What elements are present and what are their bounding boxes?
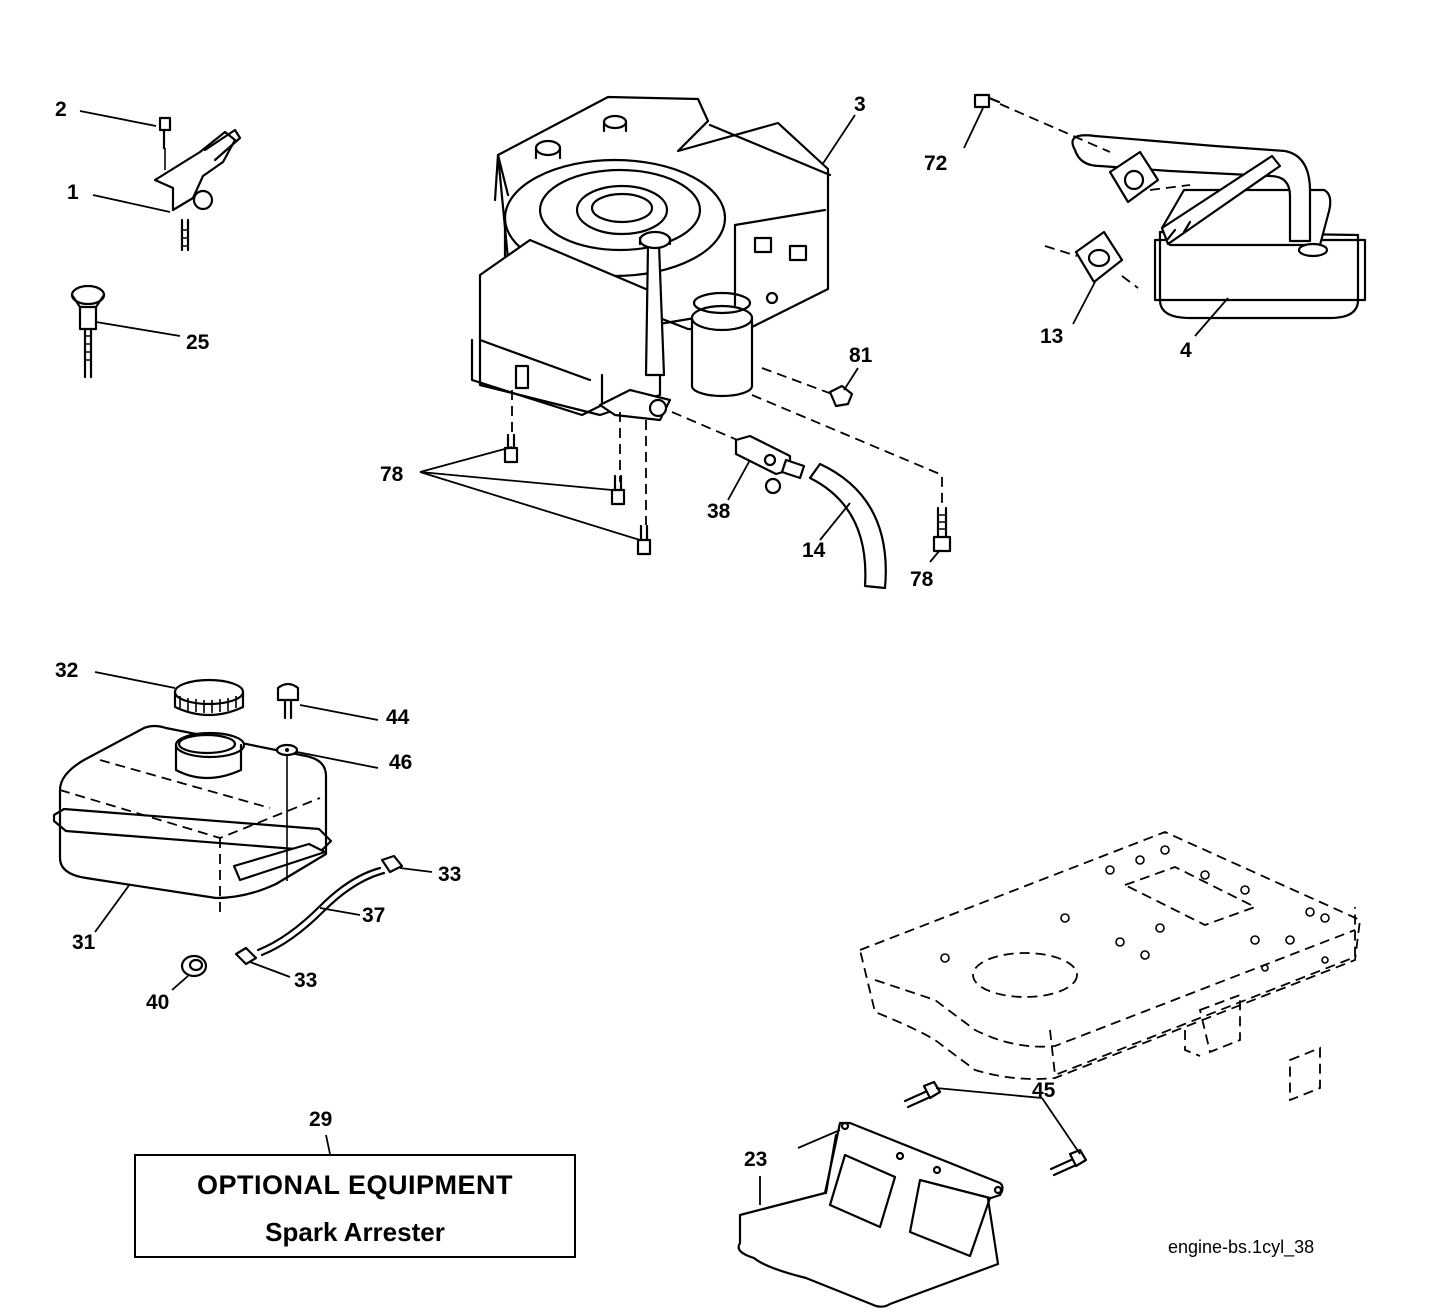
optional-equipment-box: OPTIONAL EQUIPMENT Spark Arrester xyxy=(134,1154,576,1258)
callout-1: 1 xyxy=(67,181,79,204)
callout-81: 81 xyxy=(849,344,873,367)
callout-29: 29 xyxy=(309,1108,332,1131)
callout-23: 23 xyxy=(744,1148,767,1171)
callout-25: 25 xyxy=(186,331,210,354)
callout-38: 38 xyxy=(707,500,731,523)
callout-46: 46 xyxy=(389,751,412,774)
optional-equipment-subtitle: Spark Arrester xyxy=(265,1217,445,1247)
callout-40: 40 xyxy=(146,991,169,1014)
callout-13: 13 xyxy=(1040,325,1063,348)
callout-14: 14 xyxy=(802,539,826,562)
muffler-assembly xyxy=(973,93,1367,320)
callout-33-bottom: 33 xyxy=(294,969,317,992)
diagram-reference-code: engine-bs.1cyl_38 xyxy=(1168,1237,1315,1257)
callout-3: 3 xyxy=(854,93,866,116)
callout-33-top: 33 xyxy=(438,863,461,886)
callout-44: 44 xyxy=(386,706,410,729)
engine-dash-lines xyxy=(511,367,943,525)
hose-14 xyxy=(808,462,887,590)
engine-assembly xyxy=(470,95,832,422)
callout-2: 2 xyxy=(55,98,67,121)
choke-knob xyxy=(70,284,106,379)
leader-lines xyxy=(79,107,1229,1205)
callout-labels: 2 1 25 3 72 13 4 81 78 38 14 78 32 44 46… xyxy=(55,93,1192,1171)
callout-78-right: 78 xyxy=(910,568,934,591)
callout-31: 31 xyxy=(72,931,96,954)
throttle-bracket xyxy=(153,116,242,252)
nut-81 xyxy=(828,384,854,408)
bolts-78 xyxy=(503,433,952,556)
callout-45: 45 xyxy=(1032,1079,1056,1102)
optional-equipment-title: OPTIONAL EQUIPMENT xyxy=(196,1170,514,1200)
callout-4: 4 xyxy=(1180,339,1192,362)
callout-37: 37 xyxy=(362,904,385,927)
fuel-tank-assembly xyxy=(52,678,404,978)
heat-shield xyxy=(737,1080,1088,1308)
callout-78-left: 78 xyxy=(380,463,404,486)
drain-valve-38 xyxy=(734,434,806,495)
callout-32: 32 xyxy=(55,659,78,682)
frame-reference xyxy=(858,831,1361,1102)
callout-72: 72 xyxy=(924,152,947,175)
